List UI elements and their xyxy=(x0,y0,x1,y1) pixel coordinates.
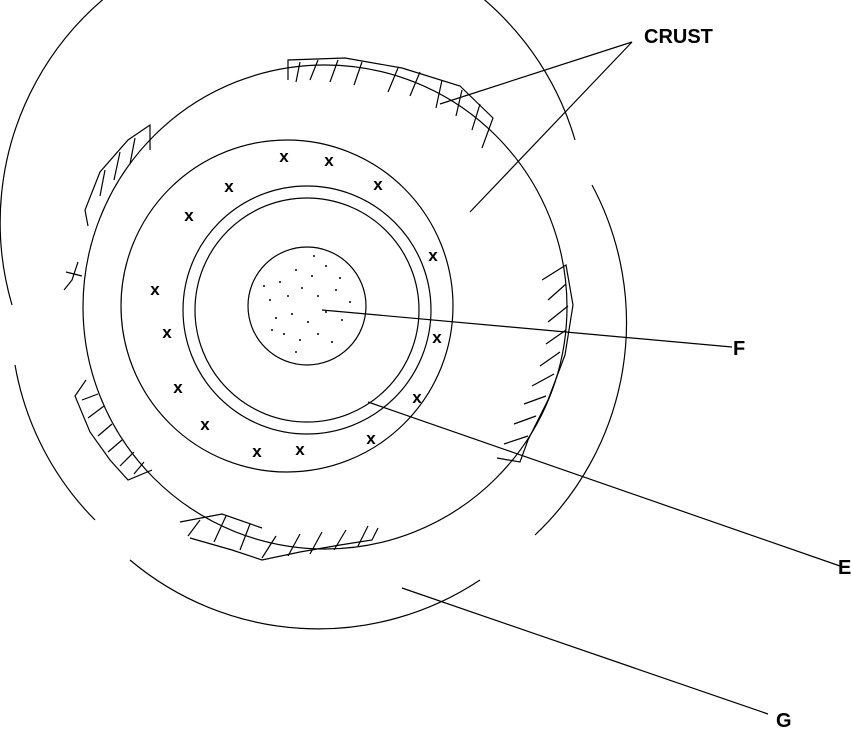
plate-upper-left xyxy=(63,123,151,291)
x-marker: x xyxy=(162,323,172,342)
x-marker: x xyxy=(184,206,194,225)
f-leader xyxy=(321,309,733,348)
outer-arc-left xyxy=(14,364,96,521)
outer-arcs xyxy=(0,0,628,630)
g-leader xyxy=(401,587,769,715)
plate-bottom xyxy=(179,513,379,561)
label-crust: CRUST xyxy=(644,26,713,48)
crust-leader-1 xyxy=(439,41,633,105)
x-markers: x x x x x x x x x x x x x x x xyxy=(150,147,442,461)
x-marker: x xyxy=(200,415,210,434)
inner-layer-ring xyxy=(194,197,420,423)
inner-core-dots xyxy=(263,255,351,353)
x-marker: x xyxy=(150,280,160,299)
x-marker: x xyxy=(224,177,234,196)
x-marker: x xyxy=(252,442,262,461)
x-marker: x xyxy=(432,328,442,347)
x-marker: x xyxy=(428,246,438,265)
outer-core-ring xyxy=(182,185,432,435)
x-marker: x xyxy=(279,147,289,166)
x-marker: x xyxy=(324,151,334,170)
x-marker: x xyxy=(373,175,383,194)
mantle-ring xyxy=(120,139,454,473)
inner-core-circle xyxy=(247,246,367,366)
outer-arc-bottom xyxy=(129,559,481,630)
leader-lines xyxy=(321,41,841,715)
outer-arc-top xyxy=(0,0,576,306)
crust-plates xyxy=(63,57,574,561)
x-marker: x xyxy=(295,440,305,459)
e-leader xyxy=(367,401,841,567)
label-f: F xyxy=(733,338,745,360)
label-e: E xyxy=(838,557,851,579)
x-marker: x xyxy=(173,378,183,397)
x-marker: x xyxy=(366,429,376,448)
crust-ring xyxy=(82,64,568,550)
outer-arc-right xyxy=(534,184,628,536)
plate-left xyxy=(74,379,153,481)
x-marker: x xyxy=(412,388,422,407)
plate-right xyxy=(496,264,574,463)
label-g: G xyxy=(776,710,792,730)
plate-top xyxy=(287,57,494,149)
crust-leader-2 xyxy=(469,41,633,213)
